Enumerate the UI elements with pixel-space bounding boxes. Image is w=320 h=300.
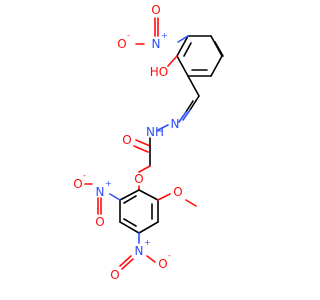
atom-label-nitrogen-hydrogen: NH	[146, 125, 164, 139]
bond	[157, 124, 169, 131]
atom-label-oxygen: O	[117, 37, 126, 51]
bond	[119, 189, 140, 201]
bond	[146, 255, 156, 263]
bond	[138, 189, 159, 201]
bond	[109, 193, 121, 201]
bond	[138, 165, 151, 173]
charge-minus: -	[168, 251, 171, 260]
bond	[214, 41, 224, 57]
chemical-structure: O - N + O HO N NH O O O O - N + O N + O …	[73, 3, 224, 282]
bond	[176, 35, 189, 57]
bond	[210, 55, 223, 77]
atom-label-oxygen: O	[95, 215, 104, 229]
bond	[123, 195, 137, 204]
charge-minus: -	[127, 31, 130, 40]
atom-label-hydroxy: HO	[150, 65, 168, 79]
bond	[119, 255, 132, 267]
bond	[135, 139, 151, 147]
bond	[185, 100, 194, 113]
bond	[157, 193, 171, 201]
bond	[185, 199, 197, 207]
charge-plus: +	[105, 179, 112, 188]
bond	[167, 55, 178, 67]
charge-plus: +	[144, 238, 151, 247]
atom-label-nitrogen: N	[135, 244, 144, 258]
bond	[178, 111, 187, 123]
charge-minus: -	[83, 171, 86, 180]
bond	[121, 258, 134, 270]
bond	[133, 145, 149, 153]
bond	[182, 109, 191, 121]
atom-label-oxygen: O	[158, 257, 167, 271]
atom-label-nitrogen: N	[152, 37, 161, 51]
charge-plus: +	[161, 31, 168, 40]
bond	[176, 55, 189, 77]
bond-layer	[84, 17, 224, 270]
atom-label-nitrogen: N	[96, 185, 105, 199]
atom-label-nitrogen: N	[171, 117, 180, 131]
bond	[187, 75, 200, 97]
bond	[177, 35, 189, 43]
atom-label-oxygen: O	[173, 185, 182, 199]
bond	[138, 221, 159, 234]
atom-label-oxygen: O	[110, 268, 119, 282]
atom-label-oxygen: O	[134, 172, 143, 186]
bond	[183, 42, 192, 57]
bond	[123, 218, 137, 227]
bond	[189, 95, 200, 111]
atom-label-oxygen: O	[122, 133, 131, 147]
bond	[119, 221, 140, 234]
atom-label-layer: O - N + O HO N NH O O O O - N + O N + O …	[73, 3, 182, 282]
atom-label-oxygen: O	[73, 177, 82, 191]
atom-label-oxygen: O	[151, 3, 160, 17]
